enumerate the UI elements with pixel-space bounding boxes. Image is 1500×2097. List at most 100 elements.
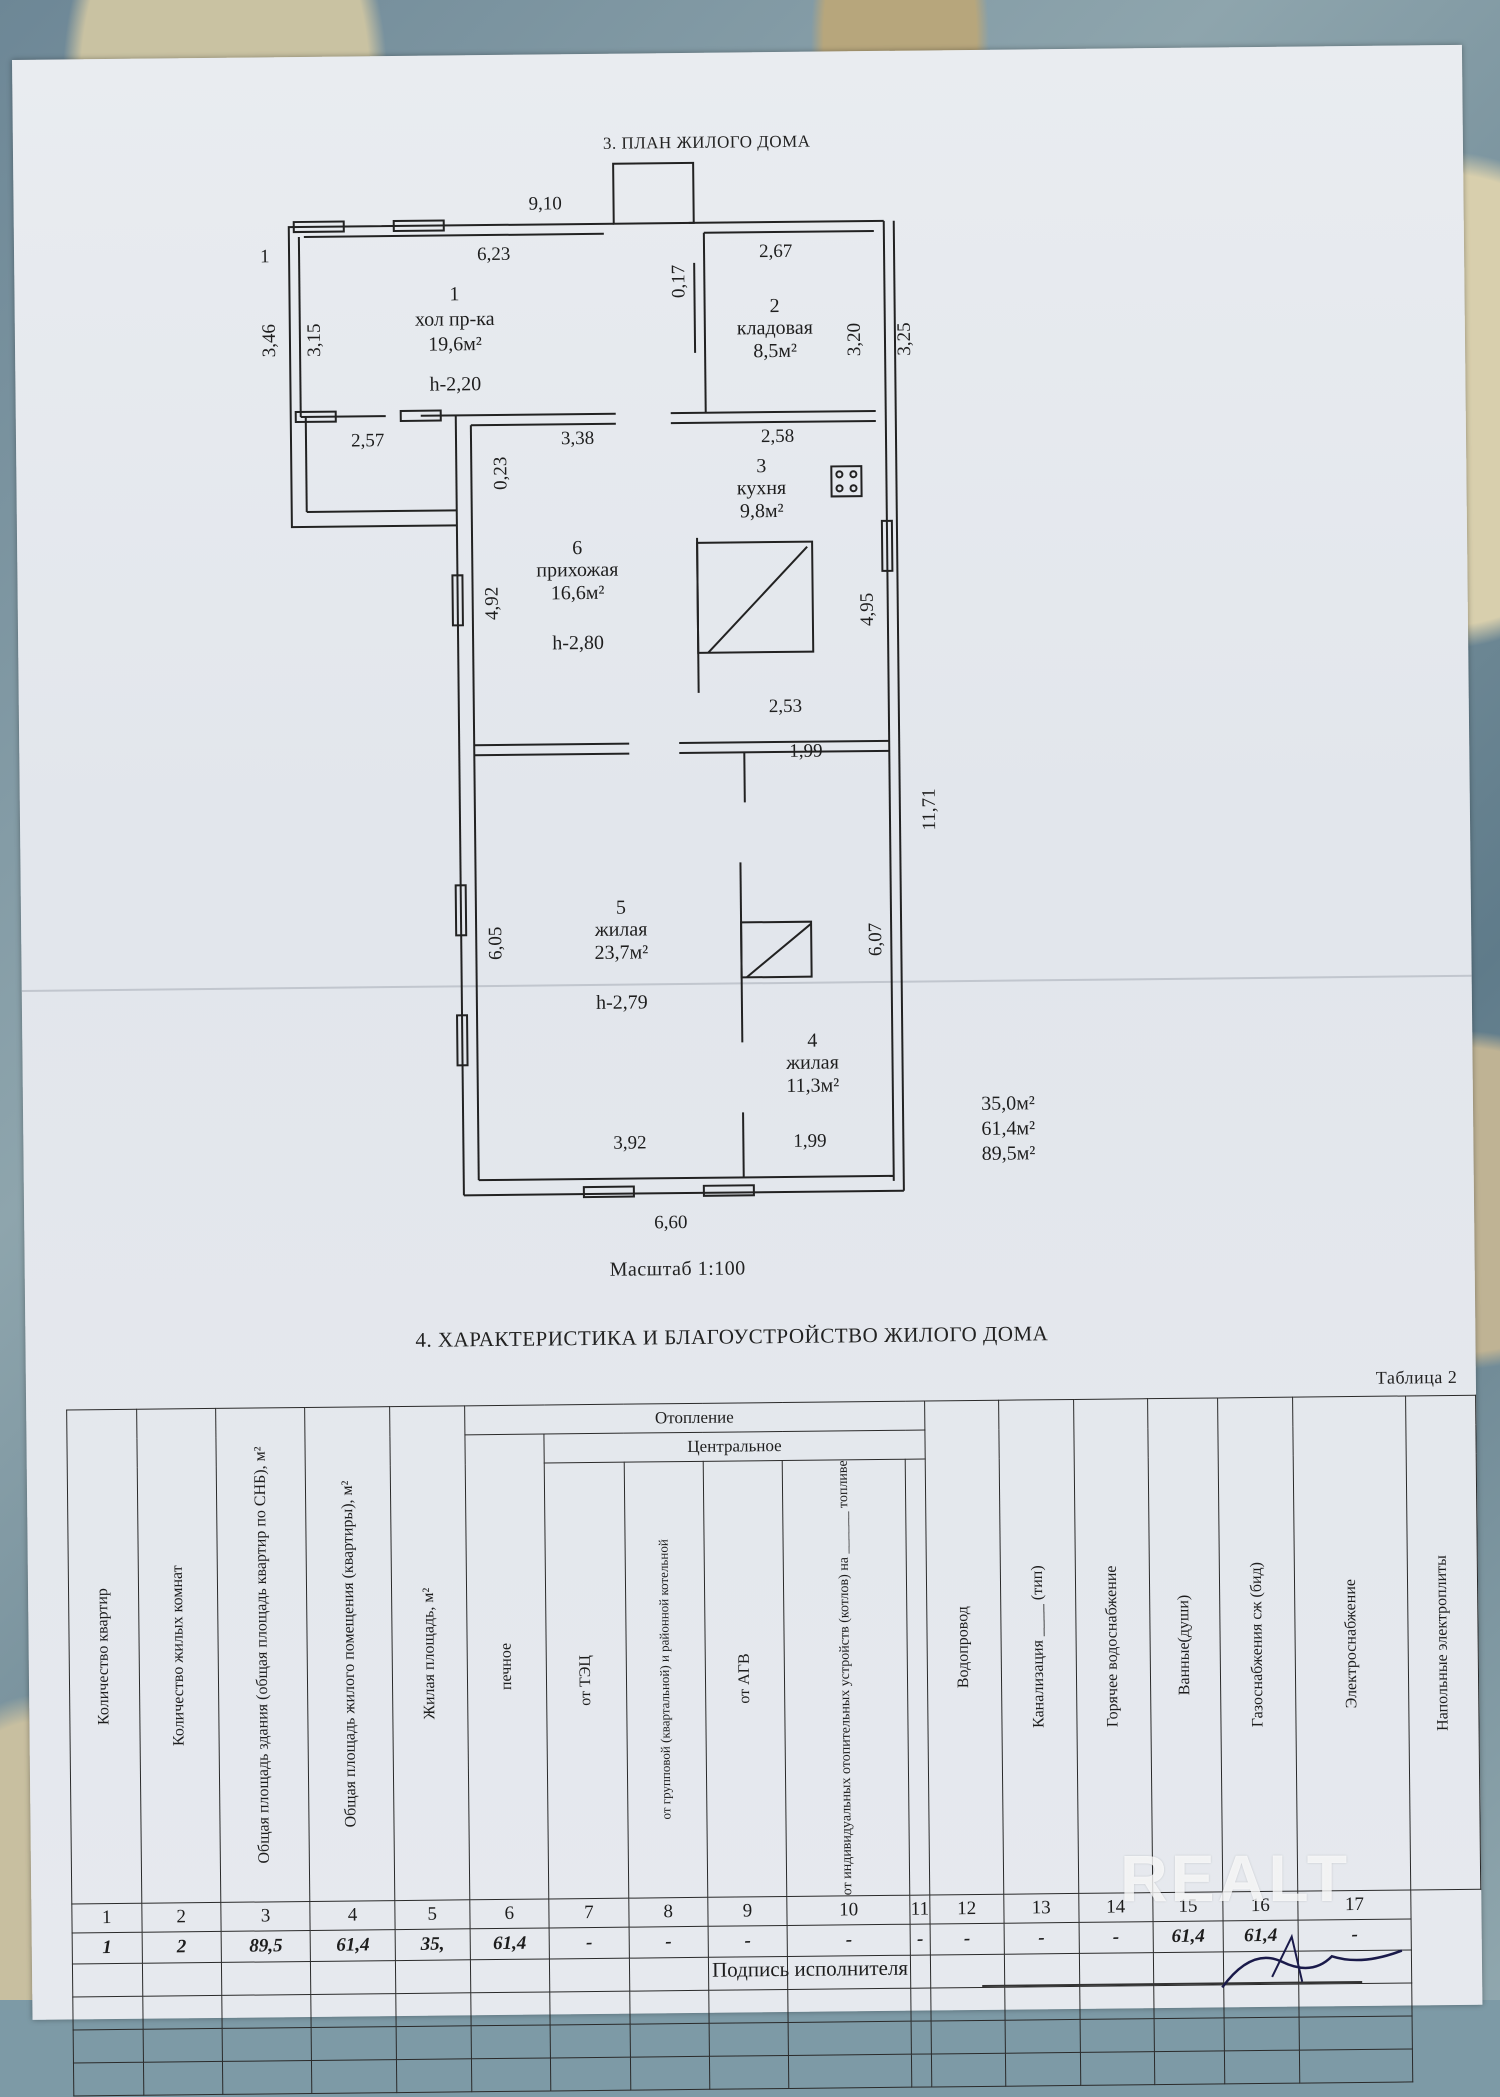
dim-1-99a: 1,99: [789, 741, 822, 762]
header-apartments-count: Количество квартир: [94, 1588, 113, 1726]
dim-2-53: 2,53: [769, 696, 802, 717]
col-number: 2: [141, 1902, 222, 1933]
entrance-porch: [612, 161, 695, 225]
room2-area: 8,5м²: [753, 340, 797, 362]
header-group-boiler: от групповой (квартальной) и районной ко…: [655, 1539, 674, 1820]
room3-name: кухня: [737, 477, 787, 500]
col-number: 13: [1003, 1893, 1079, 1924]
cell-value: 2: [141, 1931, 222, 1964]
room5-name: жилая: [594, 918, 648, 941]
col-number: 12: [929, 1894, 1005, 1924]
dim-2-67: 2,67: [759, 241, 792, 262]
dim-3-46: 3,46: [259, 324, 280, 357]
floor-plan: 9,10 6,23 2,67 2,57 3,38 2,58 2,53 1,99 …: [259, 161, 1036, 1233]
col-number: 11: [910, 1894, 930, 1925]
cell-value: -: [929, 1923, 1005, 1955]
room5-area: 23,7м²: [594, 941, 648, 964]
table-label: Таблица 2: [1375, 1366, 1458, 1388]
header-baths: Ванные(души): [1175, 1594, 1194, 1696]
dim-11-71: 11,71: [919, 788, 940, 830]
cell-value: -: [628, 1926, 709, 1959]
col-number: 8: [628, 1897, 708, 1928]
col-number: 7: [549, 1898, 629, 1928]
dim-3-38: 3,38: [561, 428, 594, 449]
corner-mark-1: 1: [260, 246, 270, 267]
dim-3-20: 3,20: [844, 323, 865, 356]
header-hot-water: Горячее водоснабжение: [1102, 1565, 1122, 1727]
header-rooms-count: Количество жилых комнат: [168, 1565, 188, 1747]
room6-height: h-2,80: [552, 632, 604, 655]
cell-value: -: [1004, 1922, 1079, 1955]
cell-value: -: [910, 1923, 931, 1956]
cell-value: -: [707, 1925, 788, 1958]
room6-name: прихожая: [536, 559, 618, 582]
dim-6-23: 6,23: [477, 244, 510, 265]
signature-label: Подпись исполнителя: [711, 1955, 909, 1982]
room5-height: h-2,79: [596, 991, 648, 1014]
room1-area: 19,6м²: [428, 333, 482, 356]
room6-area: 16,6м²: [551, 582, 605, 605]
svg-text:3: 3: [756, 455, 766, 477]
cell-value: -: [787, 1924, 911, 1957]
header-water-supply: Водопровод: [954, 1606, 973, 1689]
dim-0-17: 0,17: [668, 265, 689, 298]
dim-6-60: 6,60: [654, 1212, 687, 1233]
col-number: 6: [469, 1898, 550, 1929]
total-general: 89,5м²: [982, 1142, 1036, 1165]
header-central: Центральное: [544, 1430, 925, 1464]
header-individual: от индивидуальных отопительных устройств…: [835, 1460, 856, 1896]
svg-text:6: 6: [572, 537, 582, 559]
col-number: 1: [71, 1903, 142, 1933]
svg-text:1: 1: [449, 283, 459, 305]
header-electricity: Электроснабжение: [1341, 1578, 1361, 1709]
col-number: 3: [220, 1901, 311, 1932]
header-floor-stoves: Напольные электроплиты: [1433, 1554, 1453, 1731]
dim-0-23: 0,23: [490, 457, 511, 490]
cell-value: 35,: [395, 1928, 470, 1961]
header-tec: от ТЭЦ: [577, 1655, 595, 1706]
col-number: 4: [310, 1900, 396, 1931]
cell-value: 61,4: [310, 1929, 396, 1962]
room4-name: жилая: [785, 1051, 839, 1074]
svg-text:5: 5: [616, 897, 626, 919]
col-number: 5: [394, 1899, 470, 1930]
dim-3-92: 3,92: [613, 1132, 646, 1153]
cell-value: -: [1078, 1921, 1154, 1954]
dim-4-95: 4,95: [857, 593, 878, 626]
cell-value: -: [549, 1927, 630, 1959]
dim-4-92: 4,92: [482, 587, 503, 620]
signature-scribble: [1221, 1933, 1403, 1989]
header-total-dwelling-area: Общая площадь жилого помещения (квартиры…: [338, 1480, 360, 1828]
svg-text:4: 4: [807, 1030, 817, 1052]
header-living-area: Жилая площадь, м²: [419, 1587, 438, 1720]
room1-height: h-2,20: [429, 373, 481, 396]
cell-value: 61,4: [469, 1927, 550, 1960]
room4-area: 11,3м²: [786, 1074, 839, 1097]
dim-2-57: 2,57: [351, 430, 384, 451]
dim-2-58: 2,58: [761, 426, 794, 447]
realt-watermark-logo: REALT: [1120, 1841, 1351, 1915]
dim-1-99b: 1,99: [793, 1131, 826, 1152]
col-number: 9: [707, 1896, 788, 1927]
cell-value: 89,5: [221, 1930, 311, 1963]
svg-text:2: 2: [770, 295, 780, 317]
dim-9-10: 9,10: [528, 193, 561, 214]
room1-name: хол пр-ка: [415, 308, 495, 331]
room3-area: 9,8м²: [740, 500, 784, 522]
total-living: 35,0м²: [981, 1092, 1035, 1115]
header-sewerage: Канализация ____ (тип): [1028, 1565, 1048, 1729]
header-agv: от АГВ: [735, 1653, 754, 1705]
dim-3-15: 3,15: [304, 323, 325, 356]
scale-label: Масштаб 1:100: [609, 1257, 746, 1281]
col-number: 10: [786, 1895, 911, 1926]
dim-6-07: 6,07: [865, 923, 886, 956]
dim-6-05: 6,05: [485, 927, 506, 960]
header-total-building-area: Общая площадь здания (общая площадь квар…: [251, 1446, 273, 1864]
cell-value: 1: [72, 1932, 143, 1964]
total-useful: 61,4м²: [981, 1117, 1035, 1140]
header-stove-heating: печное: [497, 1643, 515, 1691]
dim-3-25: 3,25: [894, 322, 915, 355]
header-gas: Газоснабжения сж (бид): [1247, 1561, 1267, 1728]
section4-title: 4. ХАРАКТЕРИСТИКА И БЛАГОУСТРОЙСТВО ЖИЛО…: [415, 1321, 1049, 1352]
document-page: 3. ПЛАН ЖИЛОГО ДОМА: [12, 44, 1483, 2096]
